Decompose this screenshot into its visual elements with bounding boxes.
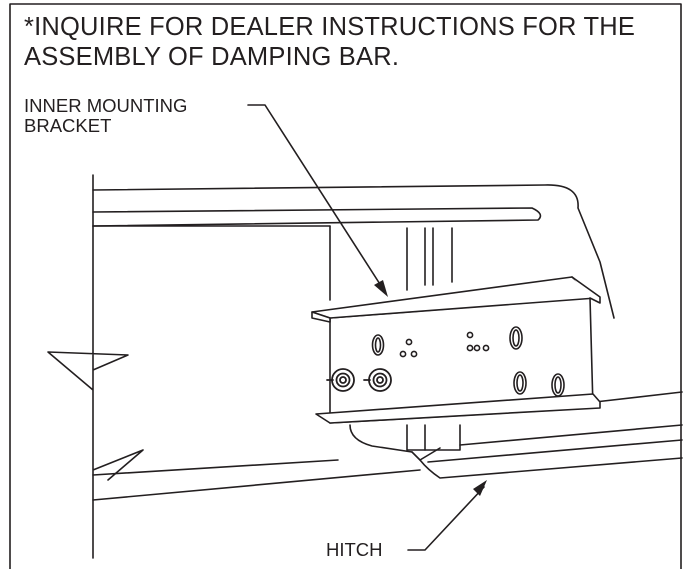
upper-rail — [92, 184, 615, 319]
lower-rails — [92, 391, 683, 501]
bracket-leader — [247, 104, 386, 293]
bracket-holes — [371, 326, 565, 397]
hitch-leader — [407, 486, 485, 551]
bolts — [326, 368, 392, 392]
break-line — [47, 174, 144, 559]
mounting-bracket — [311, 276, 601, 424]
inner-mounting-bracket-label: INNER MOUNTING BRACKET — [24, 95, 188, 136]
hitch-plate — [349, 424, 683, 479]
hitch-label: HITCH — [326, 539, 383, 560]
frame-border — [9, 3, 682, 569]
dealer-instructions-note: *INQUIRE FOR DEALER INSTRUCTIONS FOR THE… — [24, 13, 636, 71]
vertical-posts — [329, 225, 461, 451]
bracket-arrowhead — [374, 280, 388, 297]
hitch-arrowhead — [473, 480, 487, 496]
